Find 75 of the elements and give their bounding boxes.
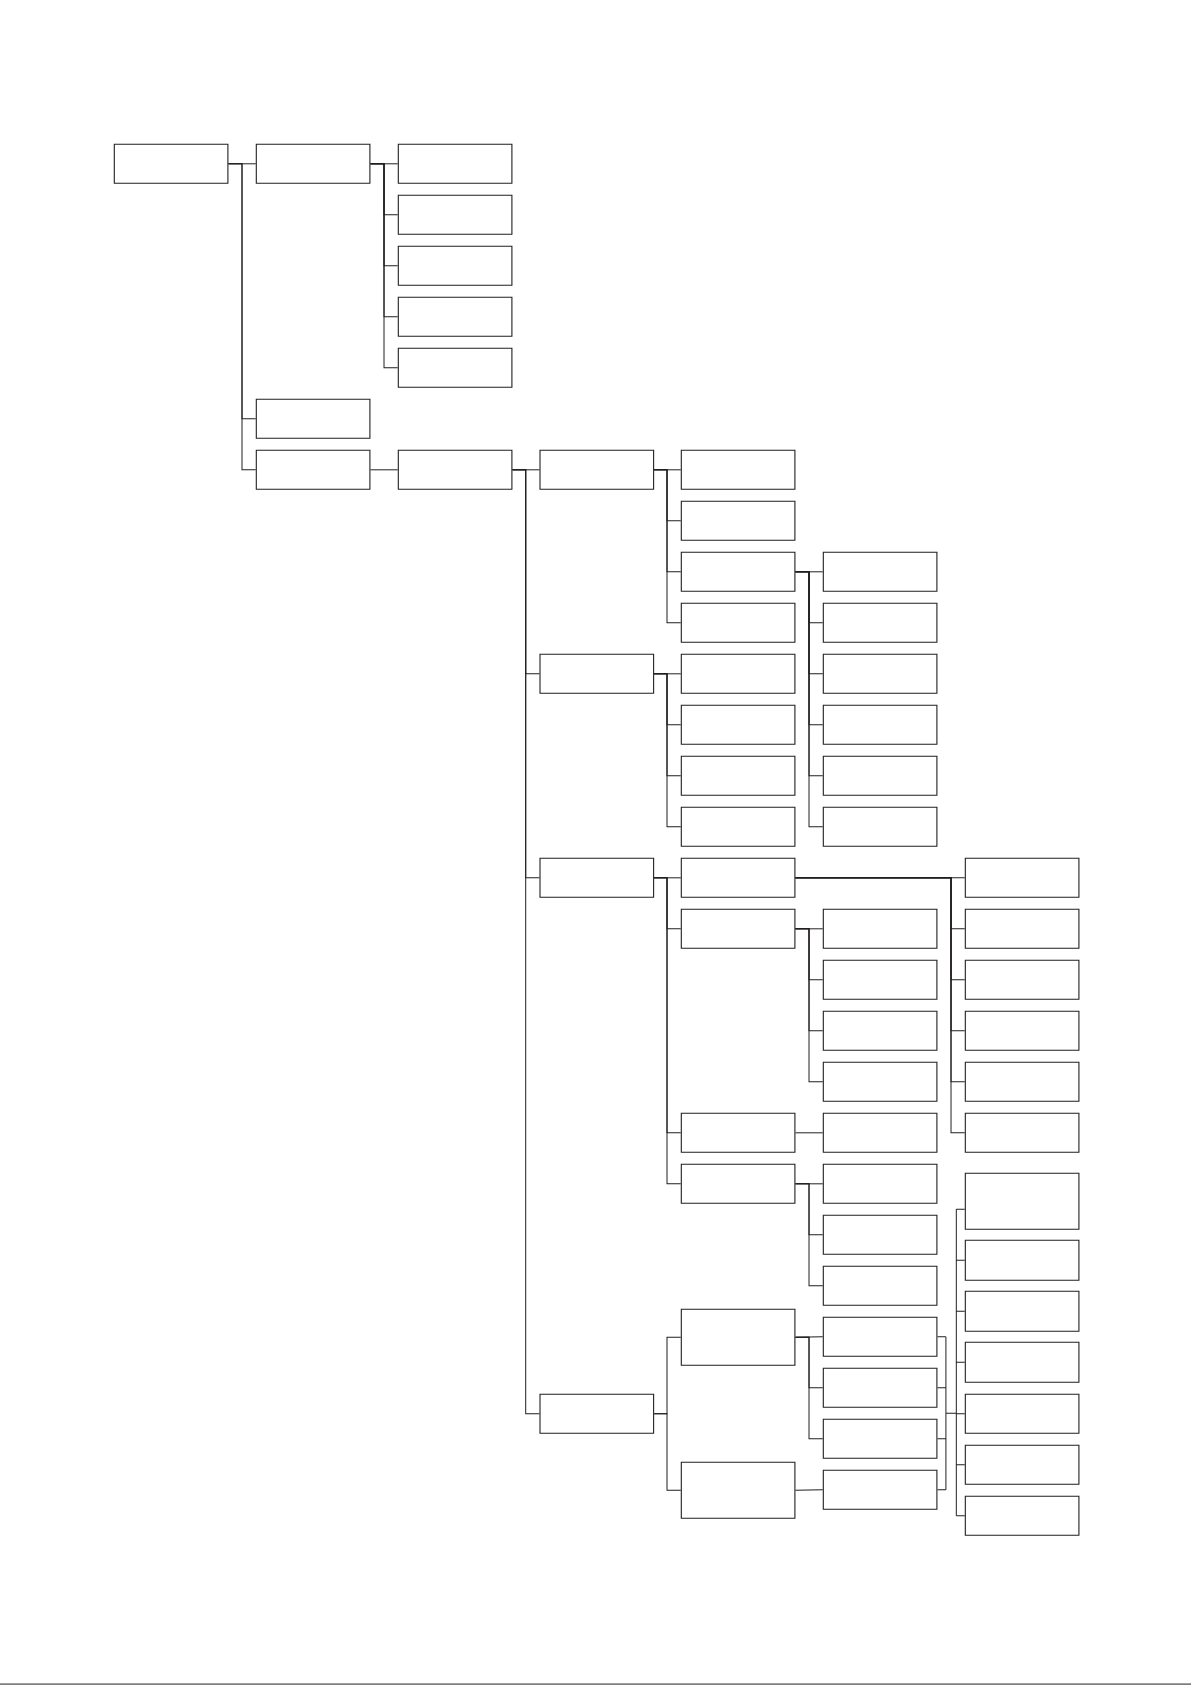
empty-box [822,1163,938,1204]
connector-line [653,673,682,828]
empty-box [680,1461,796,1519]
empty-box [539,1393,655,1434]
empty-box [255,449,371,490]
connector-line [794,1132,824,1134]
empty-box [964,1444,1080,1485]
connector-line [794,1183,824,1287]
empty-box [680,1112,796,1153]
empty-box [397,245,513,286]
empty-box [964,1172,1080,1230]
connector-line [653,469,682,624]
connector-line [369,469,399,471]
empty-box [255,143,371,184]
empty-box [539,857,655,898]
connector-line [794,571,824,828]
connector-line [653,1413,682,1491]
empty-box [822,806,938,847]
empty-box [964,908,1080,949]
empty-box [822,959,938,1000]
empty-box [964,1239,1080,1281]
empty-box [964,1112,1080,1153]
connector-line [369,163,399,369]
empty-box [822,1367,938,1408]
empty-box [397,449,513,490]
empty-box [680,1163,796,1204]
empty-box [397,296,513,337]
empty-box [964,1061,1080,1102]
empty-box [822,1061,938,1102]
empty-box [964,857,1080,898]
empty-box [822,1112,938,1153]
empty-box [964,1495,1080,1536]
empty-box [680,1308,796,1366]
connector-line [653,877,682,1185]
empty-box [822,1469,938,1510]
empty-box [680,602,796,643]
merge-connector [936,1208,966,1517]
empty-box [539,449,655,490]
empty-box [397,143,513,184]
empty-box [680,500,796,541]
empty-box [964,959,1080,1000]
empty-box [397,194,513,235]
connector-line [794,1336,824,1440]
empty-box [964,1341,1080,1383]
empty-box [822,1316,938,1357]
empty-box [397,347,513,388]
empty-box [822,755,938,796]
empty-box [822,1010,938,1051]
empty-box [680,653,796,694]
empty-box [822,653,938,694]
empty-box [113,143,229,184]
empty-box [822,551,938,592]
empty-box [964,1393,1080,1434]
empty-box [822,1214,938,1255]
empty-box [539,653,655,694]
empty-box [680,806,796,847]
empty-box [822,1265,938,1306]
empty-box [680,704,796,745]
empty-box [680,551,796,592]
empty-box [964,1290,1080,1332]
empty-box [680,857,796,898]
connector-line [794,1489,824,1491]
empty-box [822,908,938,949]
empty-box [964,1010,1080,1051]
empty-box [680,449,796,490]
empty-box [822,704,938,745]
empty-box [822,1418,938,1459]
empty-box [680,755,796,796]
connector-line [794,877,966,1134]
connector-line [794,928,824,1083]
connector-line [511,469,540,1415]
empty-box [680,908,796,949]
connector-line [227,163,257,471]
empty-box [255,398,371,439]
empty-box [822,602,938,643]
